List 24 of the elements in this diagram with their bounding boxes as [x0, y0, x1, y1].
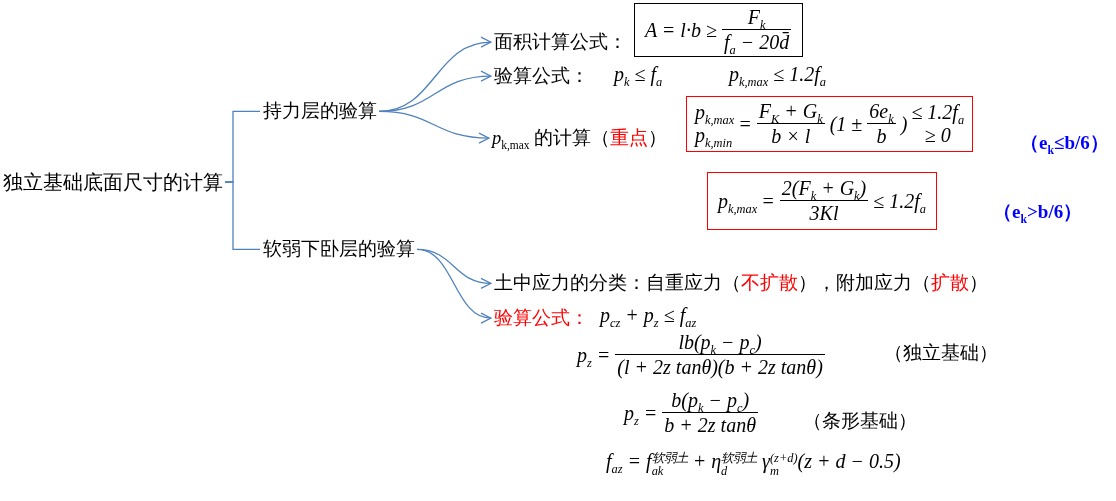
note-text: （独立基础） [884, 342, 998, 365]
formula-box [686, 96, 974, 152]
formula: p$_{cz}$ + p$_{z}$ ≤ f$_{az}$ [598, 304, 698, 327]
formula: p$_{k}$ ≤ f$_{a}$ [612, 63, 664, 86]
condition-note: （e$_{k}$≤b/6） [1020, 132, 1109, 155]
topic-label: p$_{k,max}$ 的计算（重点） [492, 127, 668, 150]
note-text: （条形基础） [803, 410, 917, 433]
formula-box [634, 3, 804, 57]
topic-label: 土中应力的分类：自重应力（不扩散），附加应力（扩散） [494, 272, 988, 295]
root-topic-label: 独立基础底面尺寸的计算 [3, 170, 223, 194]
arrow [416, 248, 492, 323]
topic-label: 验算公式： [494, 65, 589, 88]
formula-box [707, 172, 937, 230]
formula: p$_{k,max}$ = 2(F$_{k}$ + G$_{k}$) 3Kl ≤ 1.2f$_{a}$ [716, 177, 927, 225]
arrow [378, 110, 490, 144]
formula: A = l·b ≥ F$_{k}$ f$_{a}$ − 20d̄ [643, 6, 793, 54]
formula: p$_{z}$ = lb(p$_{k}$ − p$_{c}$) (l + 2z tanθ)(b + 2z tanθ) [575, 331, 826, 379]
condition-note: （e$_{k}$>b/6） [993, 201, 1083, 224]
topic-label: 验算公式： [494, 307, 589, 330]
topic-label: 持力层的验算 [263, 100, 377, 123]
topic-label: 面积计算公式： [494, 31, 627, 54]
topic-label: 软弱下卧层的验算 [263, 238, 415, 261]
formula: p$_{k,max}$ ≤ 1.2f$_{a}$ [727, 63, 827, 86]
bracket-line [224, 181, 261, 251]
